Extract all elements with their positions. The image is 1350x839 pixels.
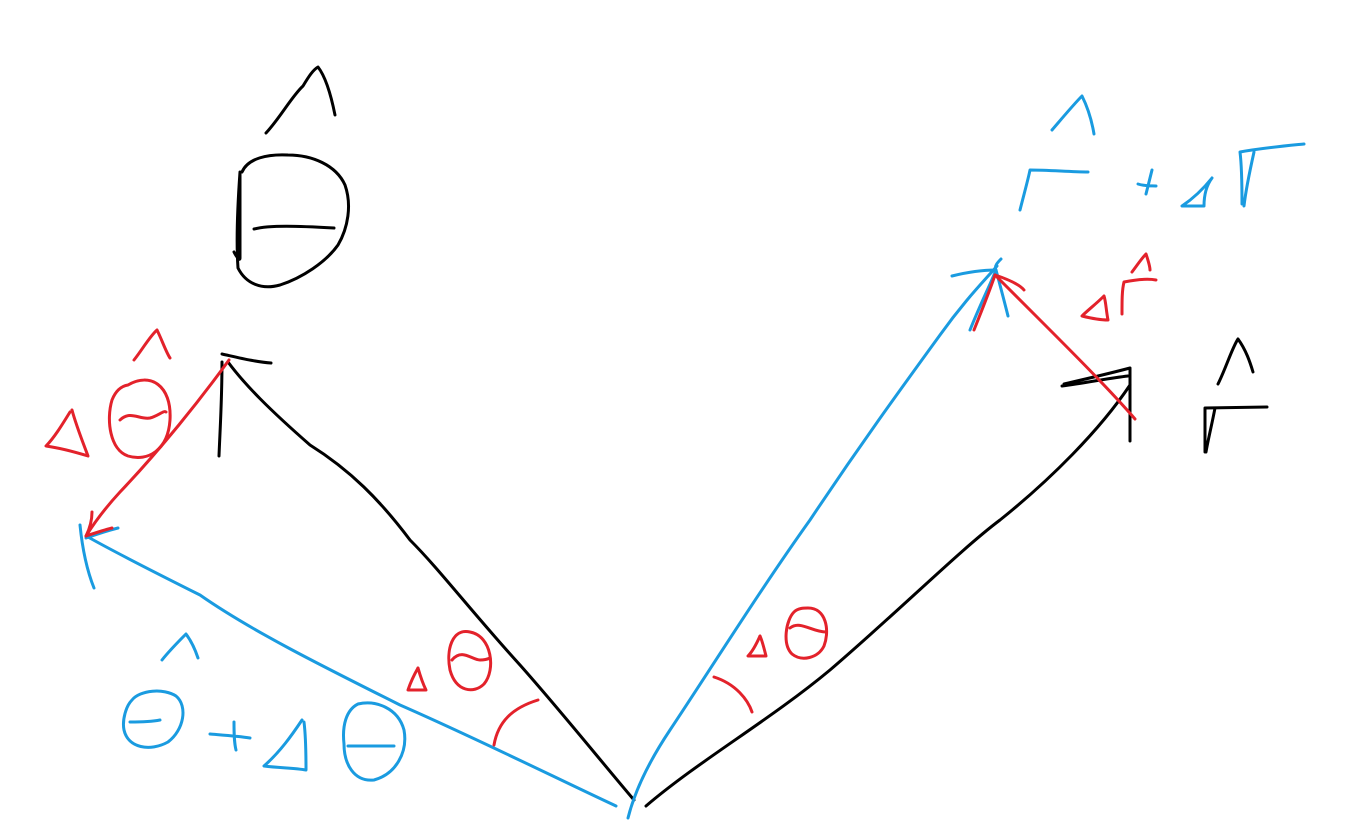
r-stem bbox=[1018, 168, 1090, 212]
theta-bar bbox=[118, 410, 168, 422]
theta-plus-dtheta-arrowhead bbox=[78, 523, 120, 590]
theta-oval bbox=[447, 630, 493, 692]
r-stem-2 bbox=[1238, 142, 1306, 206]
theta-hat-label bbox=[232, 65, 351, 289]
angle-arc-right bbox=[712, 675, 754, 714]
theta-caret bbox=[132, 328, 172, 362]
theta-bar bbox=[788, 623, 828, 634]
r-hat-stem bbox=[1203, 405, 1269, 454]
r-hat-label bbox=[1203, 337, 1269, 454]
theta-plus-delta-theta-label bbox=[122, 632, 407, 782]
r-caret bbox=[1130, 252, 1152, 274]
r-plus-dr-arrowhead bbox=[950, 257, 1010, 332]
theta-oval-2 bbox=[342, 701, 407, 782]
r-plus-delta-r-label bbox=[1018, 94, 1306, 212]
theta-bar bbox=[128, 718, 162, 724]
r-hat-stem-stroke bbox=[1204, 406, 1217, 454]
theta-hat-vector bbox=[226, 360, 636, 802]
angle-arc-left bbox=[492, 698, 540, 747]
theta-bar bbox=[450, 653, 492, 662]
delta-theta-hat-vector bbox=[84, 358, 231, 538]
delta-theta-hat-label bbox=[44, 328, 172, 459]
delta-r-hat-label bbox=[1080, 252, 1158, 322]
delta-theta-label-right bbox=[746, 606, 829, 660]
delta-symbol bbox=[406, 666, 428, 692]
delta-symbol bbox=[44, 408, 90, 458]
r-caret bbox=[1050, 94, 1096, 136]
theta-hat-crossbar bbox=[252, 224, 336, 231]
r-plus-dr-vector bbox=[626, 264, 999, 820]
delta-r-hat-vector bbox=[993, 273, 1137, 421]
r-stem bbox=[1120, 277, 1158, 316]
delta-symbol bbox=[262, 718, 308, 772]
theta-plus-dtheta-vector bbox=[86, 535, 618, 808]
delta-theta-hat-arrowhead bbox=[84, 510, 114, 538]
theta-oval bbox=[784, 606, 829, 660]
delta-symbol bbox=[1080, 294, 1110, 322]
theta-oval bbox=[107, 378, 172, 459]
r-hat-caret bbox=[1216, 337, 1255, 386]
theta-hat-arrowhead bbox=[217, 352, 273, 458]
delta-theta-label-left bbox=[406, 630, 493, 692]
r-hat-arrowhead bbox=[1060, 366, 1132, 443]
theta-oval bbox=[122, 689, 185, 749]
delta-symbol bbox=[746, 634, 768, 658]
r-hat-vector bbox=[644, 383, 1132, 808]
delta-symbol bbox=[1180, 176, 1214, 208]
delta-r-hat-arrowhead bbox=[972, 273, 1026, 332]
theta-hat-oval bbox=[232, 153, 351, 289]
r-stem-2-stroke bbox=[1242, 150, 1256, 208]
plus-sign bbox=[1136, 168, 1158, 196]
plus-sign bbox=[208, 720, 252, 752]
theta-caret bbox=[160, 632, 200, 662]
theta-hat-caret bbox=[264, 65, 337, 135]
